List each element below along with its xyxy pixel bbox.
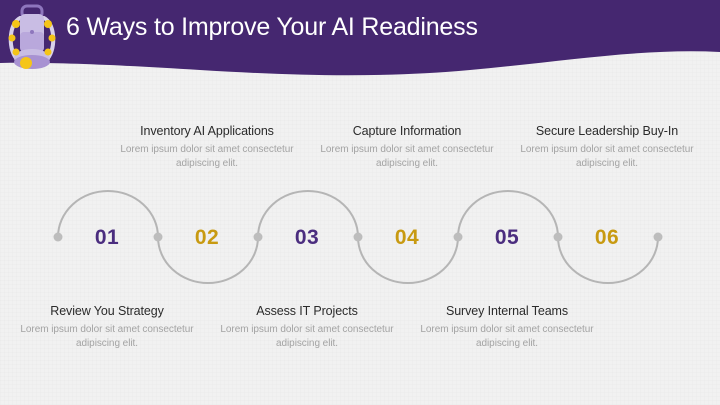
step-block-06: Secure Leadership Buy-In Lorem ipsum dol… <box>507 124 707 171</box>
timeline-wave-connector <box>53 190 663 284</box>
step-block-01: Review You Strategy Lorem ipsum dolor si… <box>7 304 207 351</box>
timeline-node-dot <box>453 232 463 242</box>
timeline-node-dot <box>553 232 563 242</box>
step-description-05: Lorem ipsum dolor sit amet consectetur a… <box>420 324 594 349</box>
timeline-node-dot <box>353 232 363 242</box>
step-number-06: 06 <box>594 226 620 249</box>
step-description-01: Lorem ipsum dolor sit amet consectetur a… <box>20 324 194 349</box>
step-description-02: Lorem ipsum dolor sit amet consectetur a… <box>120 144 294 169</box>
step-description-03: Lorem ipsum dolor sit amet consectetur a… <box>220 324 394 349</box>
step-block-04: Capture Information Lorem ipsum dolor si… <box>307 124 507 171</box>
step-description-04: Lorem ipsum dolor sit amet consectetur a… <box>320 144 494 169</box>
timeline-node-dot <box>153 232 163 242</box>
step-number-05: 05 <box>494 226 520 249</box>
step-title-02: Inventory AI Applications <box>140 124 274 138</box>
step-block-02: Inventory AI Applications Lorem ipsum do… <box>107 124 307 171</box>
step-title-04: Capture Information <box>352 124 462 138</box>
timeline-node-dot <box>653 232 663 242</box>
page-title: 6 Ways to Improve Your AI Readiness <box>66 13 478 41</box>
step-title-01: Review You Strategy <box>50 304 164 318</box>
timeline-node-dot <box>53 232 63 242</box>
step-number-02: 02 <box>194 226 220 249</box>
step-title-05: Survey Internal Teams <box>445 304 569 318</box>
lantern-icon <box>8 4 56 69</box>
step-number-04: 04 <box>394 226 420 249</box>
timeline-node-dot <box>253 232 263 242</box>
header-background-wave <box>0 0 720 76</box>
step-title-06: Secure Leadership Buy-In <box>535 124 679 138</box>
step-title-03: Assess IT Projects <box>256 304 358 318</box>
step-description-06: Lorem ipsum dolor sit amet consectetur a… <box>520 144 694 169</box>
step-block-03: Assess IT Projects Lorem ipsum dolor sit… <box>207 304 407 351</box>
step-number-01: 01 <box>94 226 120 249</box>
step-block-05: Survey Internal Teams Lorem ipsum dolor … <box>407 304 607 351</box>
step-number-03: 03 <box>294 226 320 249</box>
